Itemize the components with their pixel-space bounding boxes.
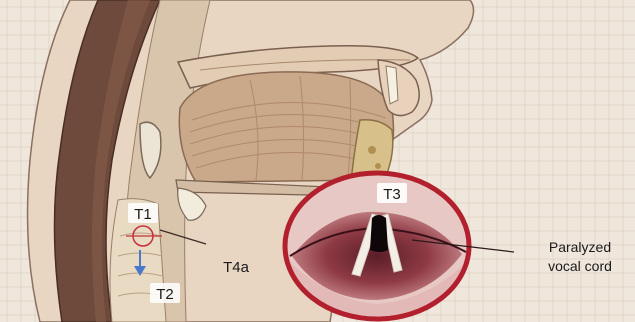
callout-line2: vocal cord: [548, 258, 612, 274]
jaw-dot: [368, 146, 376, 154]
t1-label: T1: [134, 206, 152, 223]
t4a-label: T4a: [223, 259, 250, 276]
airway-dark: [370, 215, 388, 252]
t3-label: T3: [383, 186, 401, 203]
t2-label: T2: [156, 286, 174, 303]
callout-line1: Paralyzed: [549, 239, 611, 255]
